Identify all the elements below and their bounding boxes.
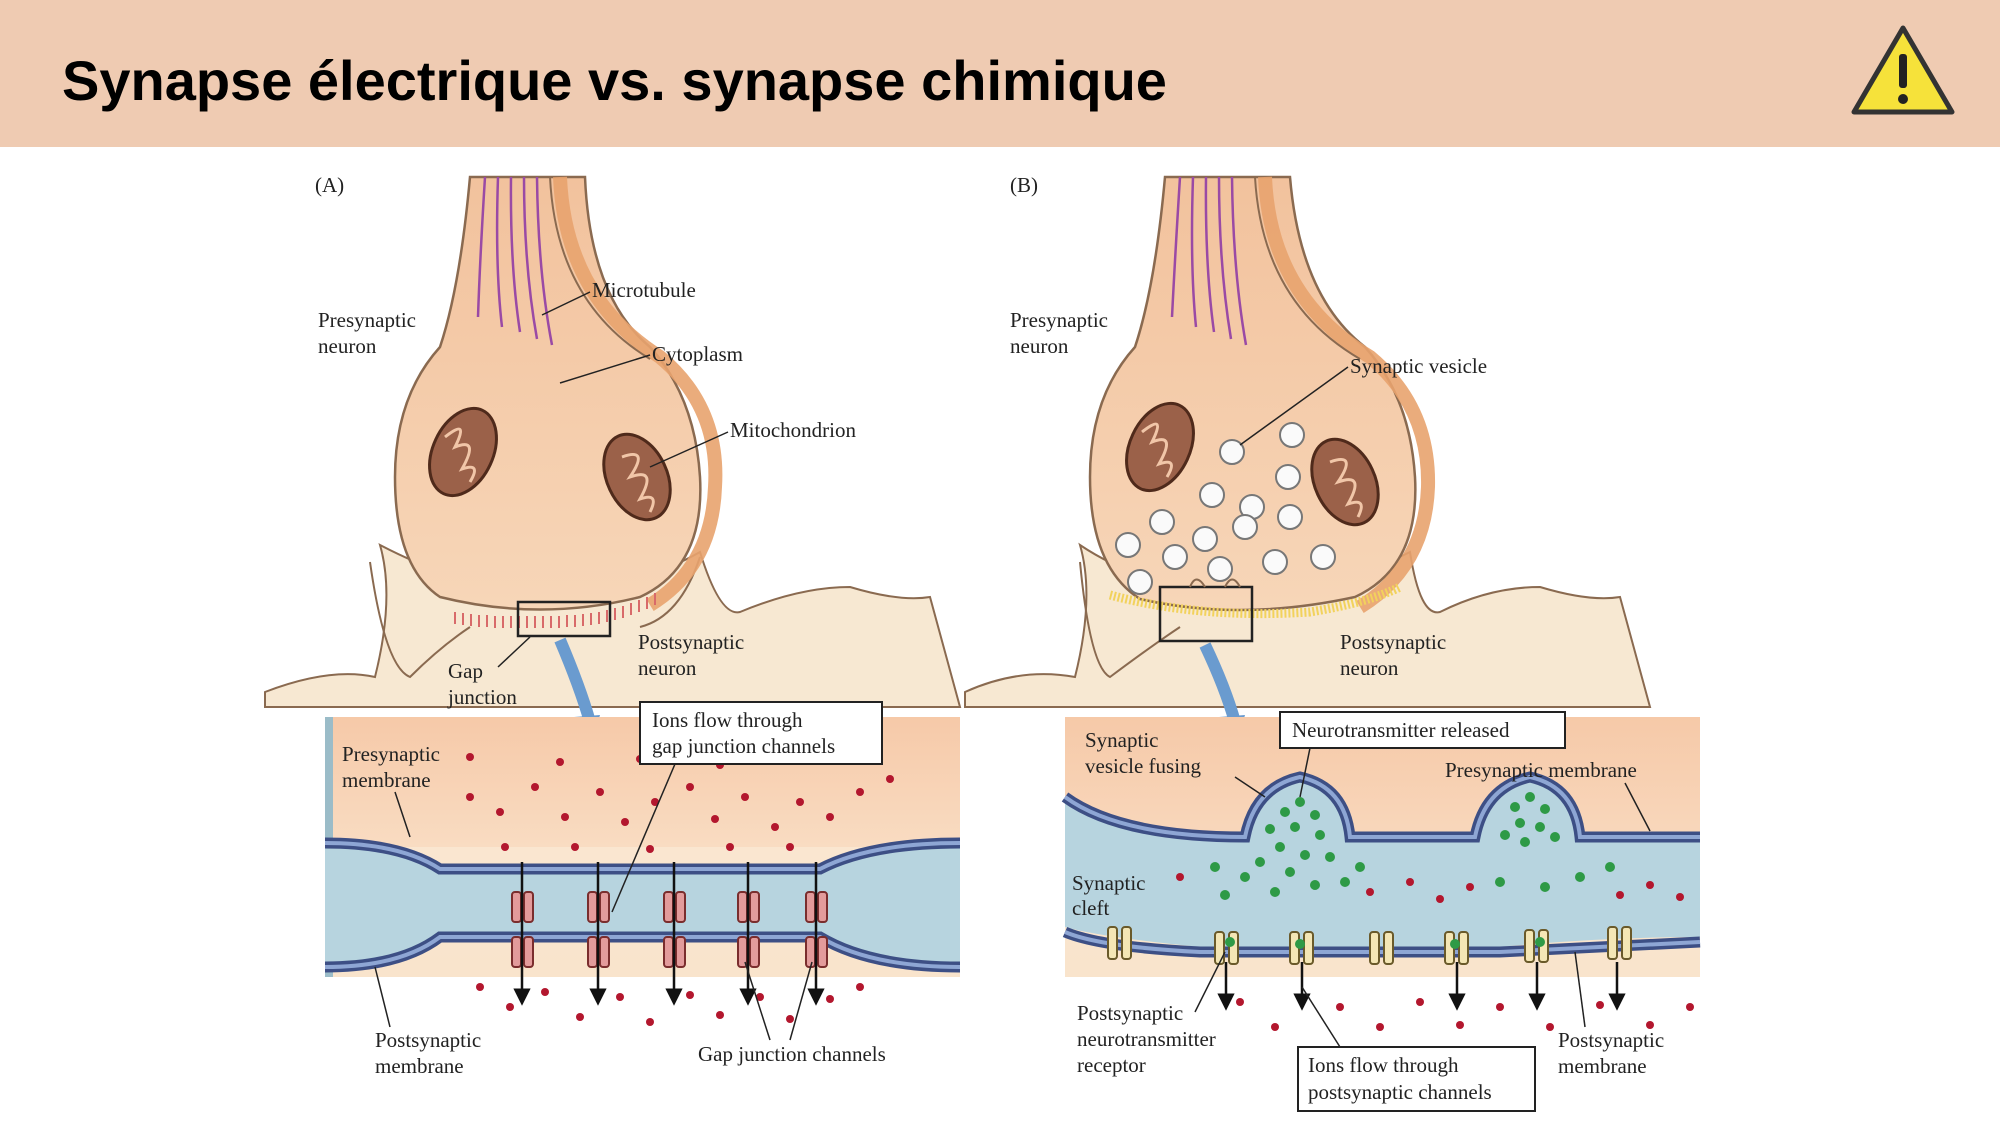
inset-b [1061, 717, 1701, 1031]
label-ions-flow-a-1: Ions flow through [652, 708, 803, 732]
label-presynaptic-neuron-b-2: neuron [1010, 334, 1069, 358]
zoom-arrow-b [1199, 642, 1241, 724]
label-presynaptic-neuron-a-2: neuron [318, 334, 377, 358]
gap-junction-channels-a [511, 891, 828, 968]
label-presynaptic-membrane-b: Presynaptic membrane [1445, 758, 1637, 782]
label-ions-flow-b-2: postsynaptic channels [1308, 1080, 1492, 1104]
label-presynaptic-membrane-a-2: membrane [342, 768, 431, 792]
synapse-figure: (A) Presynaptic neuron Microtubule Cytop… [264, 173, 1701, 1112]
label-gap-junction-2: junction [447, 685, 517, 709]
neurotransmitters-b [1210, 792, 1615, 949]
label-presynaptic-membrane-a-1: Presynaptic [342, 742, 440, 766]
ions-a [466, 753, 894, 1026]
slide-title: Synapse électrique vs. synapse chimique [62, 49, 1167, 112]
label-postsynaptic-neuron-a-2: neuron [638, 656, 697, 680]
ions-b [1176, 873, 1694, 1031]
label-neurotransmitter-released: Neurotransmitter released [1292, 718, 1510, 742]
mitochondrion-a-right [602, 432, 672, 522]
label-postsynaptic-neuron-b-2: neuron [1340, 656, 1399, 680]
label-postsynaptic-neuron-b-1: Postsynaptic [1340, 630, 1446, 654]
label-gap-junction-channels: Gap junction channels [698, 1042, 886, 1066]
label-receptor-1: Postsynaptic [1077, 1001, 1183, 1025]
microtubules-b [1170, 176, 1248, 346]
panel-b-tag: (B) [1010, 173, 1038, 197]
microtubules-a [476, 176, 554, 346]
presynaptic-terminal-a [393, 175, 702, 611]
label-postsynaptic-membrane-b-1: Postsynaptic [1558, 1028, 1664, 1052]
label-synaptic-cleft-1: Synaptic [1072, 871, 1146, 895]
label-receptor-2: neurotransmitter [1077, 1027, 1216, 1051]
label-vesicle-fusing-2: vesicle fusing [1085, 754, 1202, 778]
label-postsynaptic-membrane-a-1: Postsynaptic [375, 1028, 481, 1052]
label-microtubule: Microtubule [592, 278, 696, 302]
mitochondrion-b-right [1310, 437, 1380, 527]
warning-triangle-icon [1851, 25, 1955, 115]
label-presynaptic-neuron-b-1: Presynaptic [1010, 308, 1108, 332]
synaptic-vesicles-b [1115, 422, 1336, 595]
label-postsynaptic-neuron-a-1: Postsynaptic [638, 630, 744, 654]
label-cytoplasm: Cytoplasm [652, 342, 743, 366]
zoom-box-a [516, 600, 612, 638]
label-presynaptic-neuron-a-1: Presynaptic [318, 308, 416, 332]
label-postsynaptic-membrane-a-2: membrane [375, 1054, 464, 1078]
label-synaptic-vesicle: Synaptic vesicle [1350, 354, 1487, 378]
label-postsynaptic-membrane-b-2: membrane [1558, 1054, 1647, 1078]
ion-flow-arrows-b [1217, 962, 1626, 1011]
zoom-arrow-a [554, 637, 596, 724]
mitochondrion-a-left [428, 406, 498, 498]
zoom-box-b [1158, 585, 1254, 643]
mitochondrion-b-left [1125, 401, 1195, 493]
label-mitochondrion: Mitochondrion [730, 418, 856, 442]
panel-b: (B) Presynaptic neuron Synaptic vesicle … [964, 173, 1701, 1112]
panel-a-tag: (A) [315, 173, 344, 197]
ion-flow-arrows-a [513, 862, 825, 1006]
slide-header: Synapse électrique vs. synapse chimique [0, 0, 2000, 147]
label-ions-flow-b-1: Ions flow through [1308, 1053, 1459, 1077]
label-ions-flow-a-2: gap junction channels [652, 734, 835, 758]
panel-a: (A) Presynaptic neuron Microtubule Cytop… [264, 173, 962, 1078]
label-synaptic-cleft-2: cleft [1072, 896, 1109, 920]
label-gap-junction-1: Gap [448, 659, 483, 683]
label-receptor-3: receptor [1077, 1053, 1146, 1077]
label-vesicle-fusing-1: Synaptic [1085, 728, 1159, 752]
